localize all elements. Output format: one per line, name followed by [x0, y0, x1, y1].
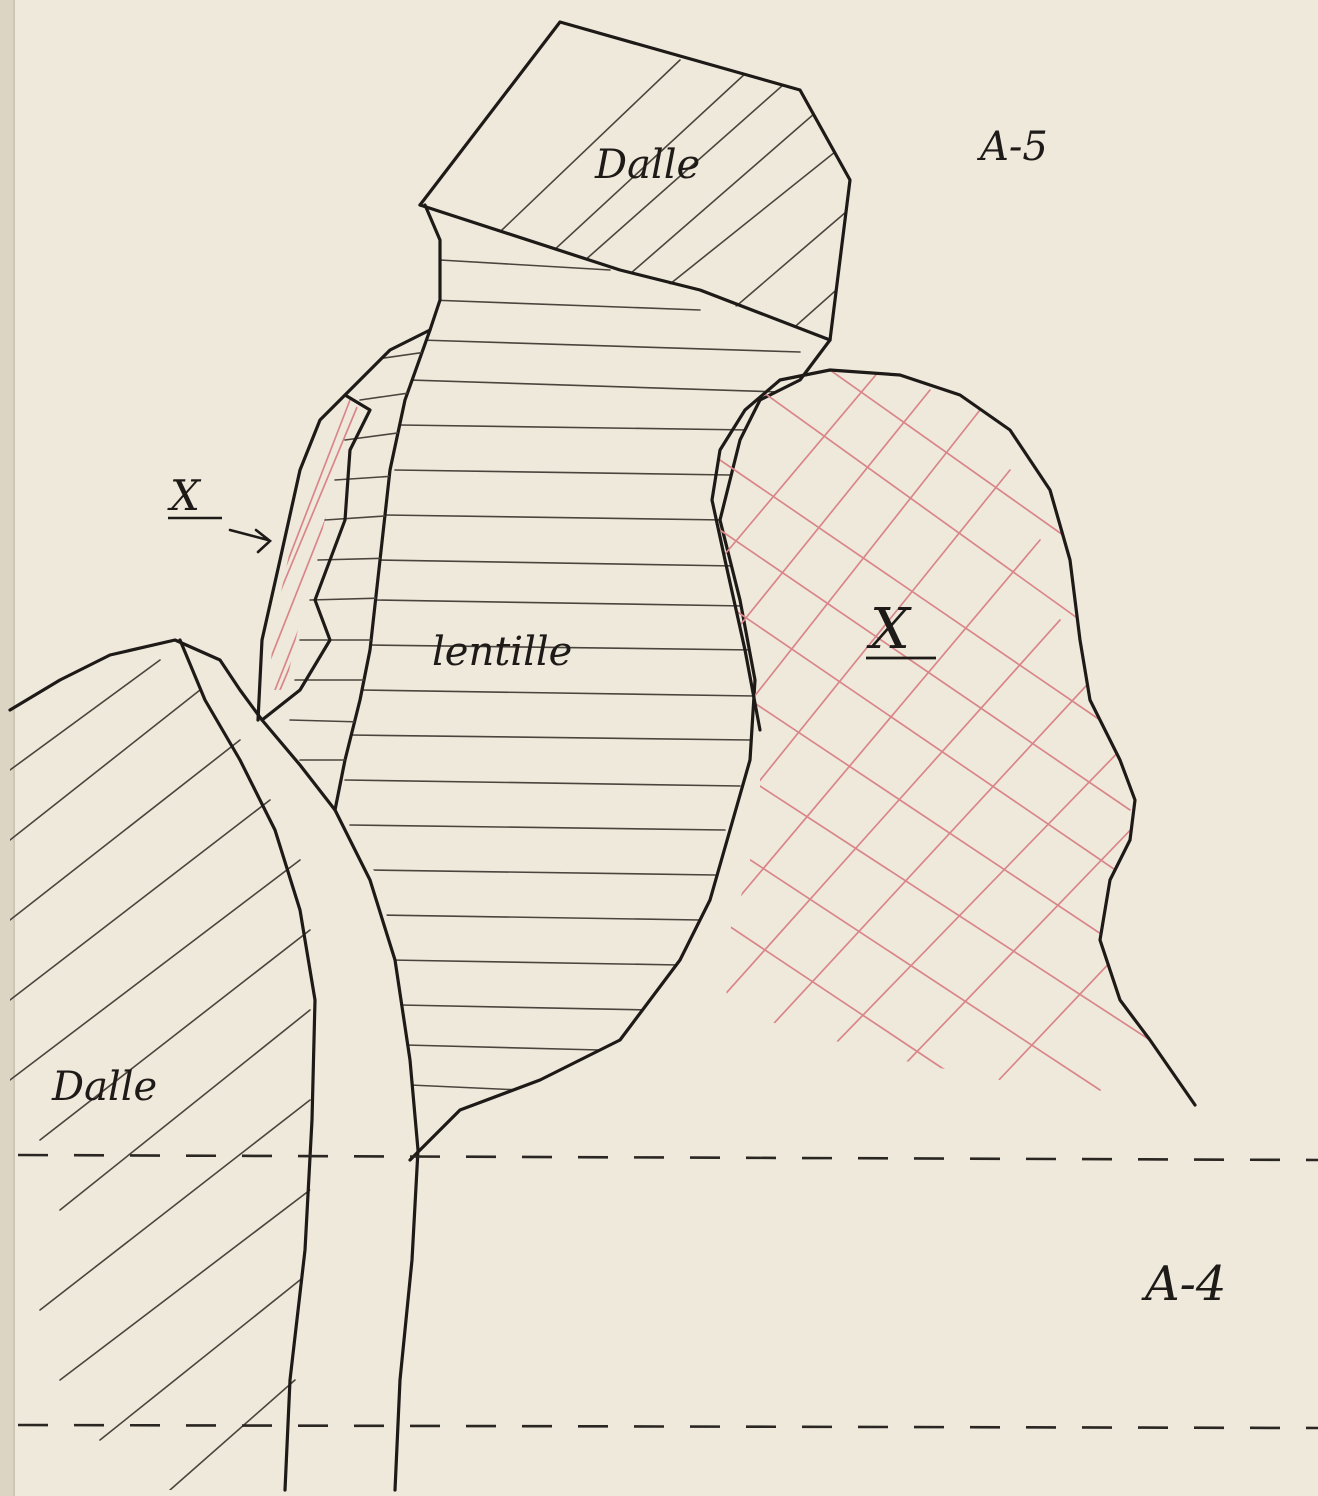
label-unit-x-small: X: [167, 471, 202, 520]
dalle-top-hatching: [460, 60, 870, 340]
label-lentille: lentille: [432, 629, 572, 675]
label-level-a4: A-4: [1141, 1256, 1226, 1312]
wedge-inner-outline: [262, 395, 370, 720]
label-dalle-left: Dalle: [51, 1064, 157, 1110]
level-boundary-upper: [18, 1155, 1318, 1160]
unit-x-outline: [712, 370, 1195, 1105]
level-boundary-lower: [18, 1425, 1318, 1428]
label-dalle-top: Dalle: [594, 142, 700, 188]
label-level-a5: A-5: [976, 124, 1048, 170]
unit-x-red-crosshatch: [720, 370, 1150, 1100]
fissure-left-wall: [180, 640, 315, 1490]
dalle-left-top-outline: [10, 640, 335, 810]
lentille-left-contact: [335, 205, 440, 810]
lentille-hatching: [345, 260, 800, 1090]
label-unit-x-large: X: [866, 597, 912, 662]
wedge-black-hatching: [290, 350, 440, 760]
notebook-binding-edge: [0, 0, 14, 1496]
fissure-right-wall: [335, 810, 418, 1490]
lentille-right-outline: [410, 340, 830, 1160]
arrow-icon: [230, 530, 270, 552]
